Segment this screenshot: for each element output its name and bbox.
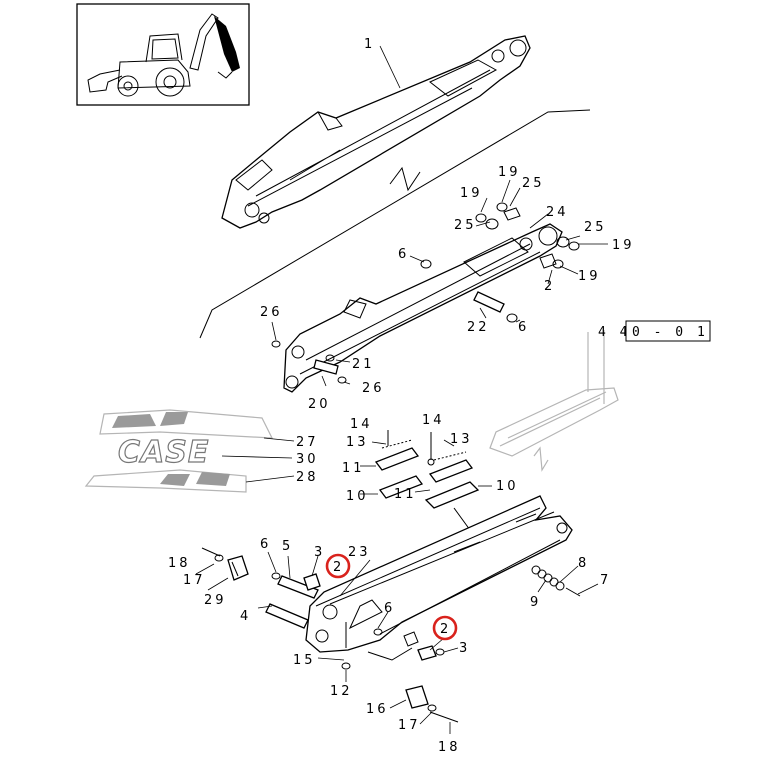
callout-label: 11 [394, 487, 417, 502]
callout-label: 2 [333, 560, 344, 575]
callout-label: 15 [293, 653, 316, 668]
callout-label: 29 [204, 593, 227, 608]
callout-label: 6 [398, 247, 409, 262]
callout-label: 14 [422, 413, 445, 428]
callout-label: 13 [450, 432, 473, 447]
ghost-boom-outline [489, 330, 619, 472]
callout-label: 19 [612, 238, 635, 253]
callout-label: 6 [518, 320, 529, 335]
wear-pads [360, 430, 492, 531]
callout-label: 3 [314, 545, 325, 560]
callout-label: 10 [496, 479, 519, 494]
callout-label: 3 [459, 641, 470, 656]
callout-label: 7 [600, 573, 611, 588]
callout-label: 17 [183, 573, 206, 588]
callout-labels: 1 2 2 2 3 3 4 5 6 6 6 6 7 8 9 10 10 11 1… [168, 37, 635, 755]
leaders-middle [271, 179, 608, 387]
callout-label: 19 [460, 186, 483, 201]
callout-label: 30 [296, 452, 319, 467]
callout-label: 14 [350, 417, 373, 432]
highlight-ring-part-2-upper [325, 553, 351, 579]
highlight-markers [325, 553, 458, 641]
callout-label: 27 [296, 435, 319, 450]
callout-label: 28 [296, 470, 319, 485]
dipper-assembly-1 [221, 35, 531, 229]
callout-label: 11 [342, 461, 365, 476]
callout-label: 2 [440, 622, 451, 637]
callout-label: 24 [546, 205, 569, 220]
callout-label: 25 [454, 218, 477, 233]
callout-label: 8 [578, 556, 589, 571]
callout-label: 21 [352, 357, 375, 372]
callout-label: 19 [578, 269, 601, 284]
callout-label: 22 [467, 320, 490, 335]
boom-section-23 [305, 495, 573, 661]
callout-label: 18 [168, 556, 191, 571]
callout-label: 2 [544, 279, 555, 294]
callout-label: 26 [362, 381, 385, 396]
section-ref-code: 0 - 0 1 [632, 325, 708, 340]
case-logo-decal: CASE [118, 435, 209, 470]
callout-label: 17 [398, 718, 421, 733]
callout-label: 20 [308, 397, 331, 412]
callout-label: 19 [498, 165, 521, 180]
lower-hardware [195, 547, 599, 734]
callout-label: 12 [330, 684, 353, 699]
callout-label: 18 [438, 740, 461, 755]
callout-label: 1 [364, 37, 375, 52]
callout-label: 9 [530, 595, 541, 610]
callout-label: 5 [282, 539, 293, 554]
callout-label: 23 [348, 545, 371, 560]
callout-label: 25 [584, 220, 607, 235]
callout-label: 6 [260, 537, 271, 552]
callout-label: 13 [346, 435, 369, 450]
decal-set: CASE [84, 409, 295, 493]
callout-label: 6 [384, 601, 395, 616]
callout-label: 10 [346, 489, 369, 504]
highlight-ring-part-2-lower [432, 615, 458, 641]
section-ref-prefix: 4 4 [598, 325, 630, 340]
callout-label: 4 [240, 609, 251, 624]
callout-label: 26 [260, 305, 283, 320]
callout-label: 16 [366, 702, 389, 717]
section-reference: 4 4 0 - 0 1 [598, 320, 711, 342]
machine-thumbnail [76, 3, 250, 106]
washers-bushings [271, 202, 580, 384]
callout-label: 25 [522, 176, 545, 191]
